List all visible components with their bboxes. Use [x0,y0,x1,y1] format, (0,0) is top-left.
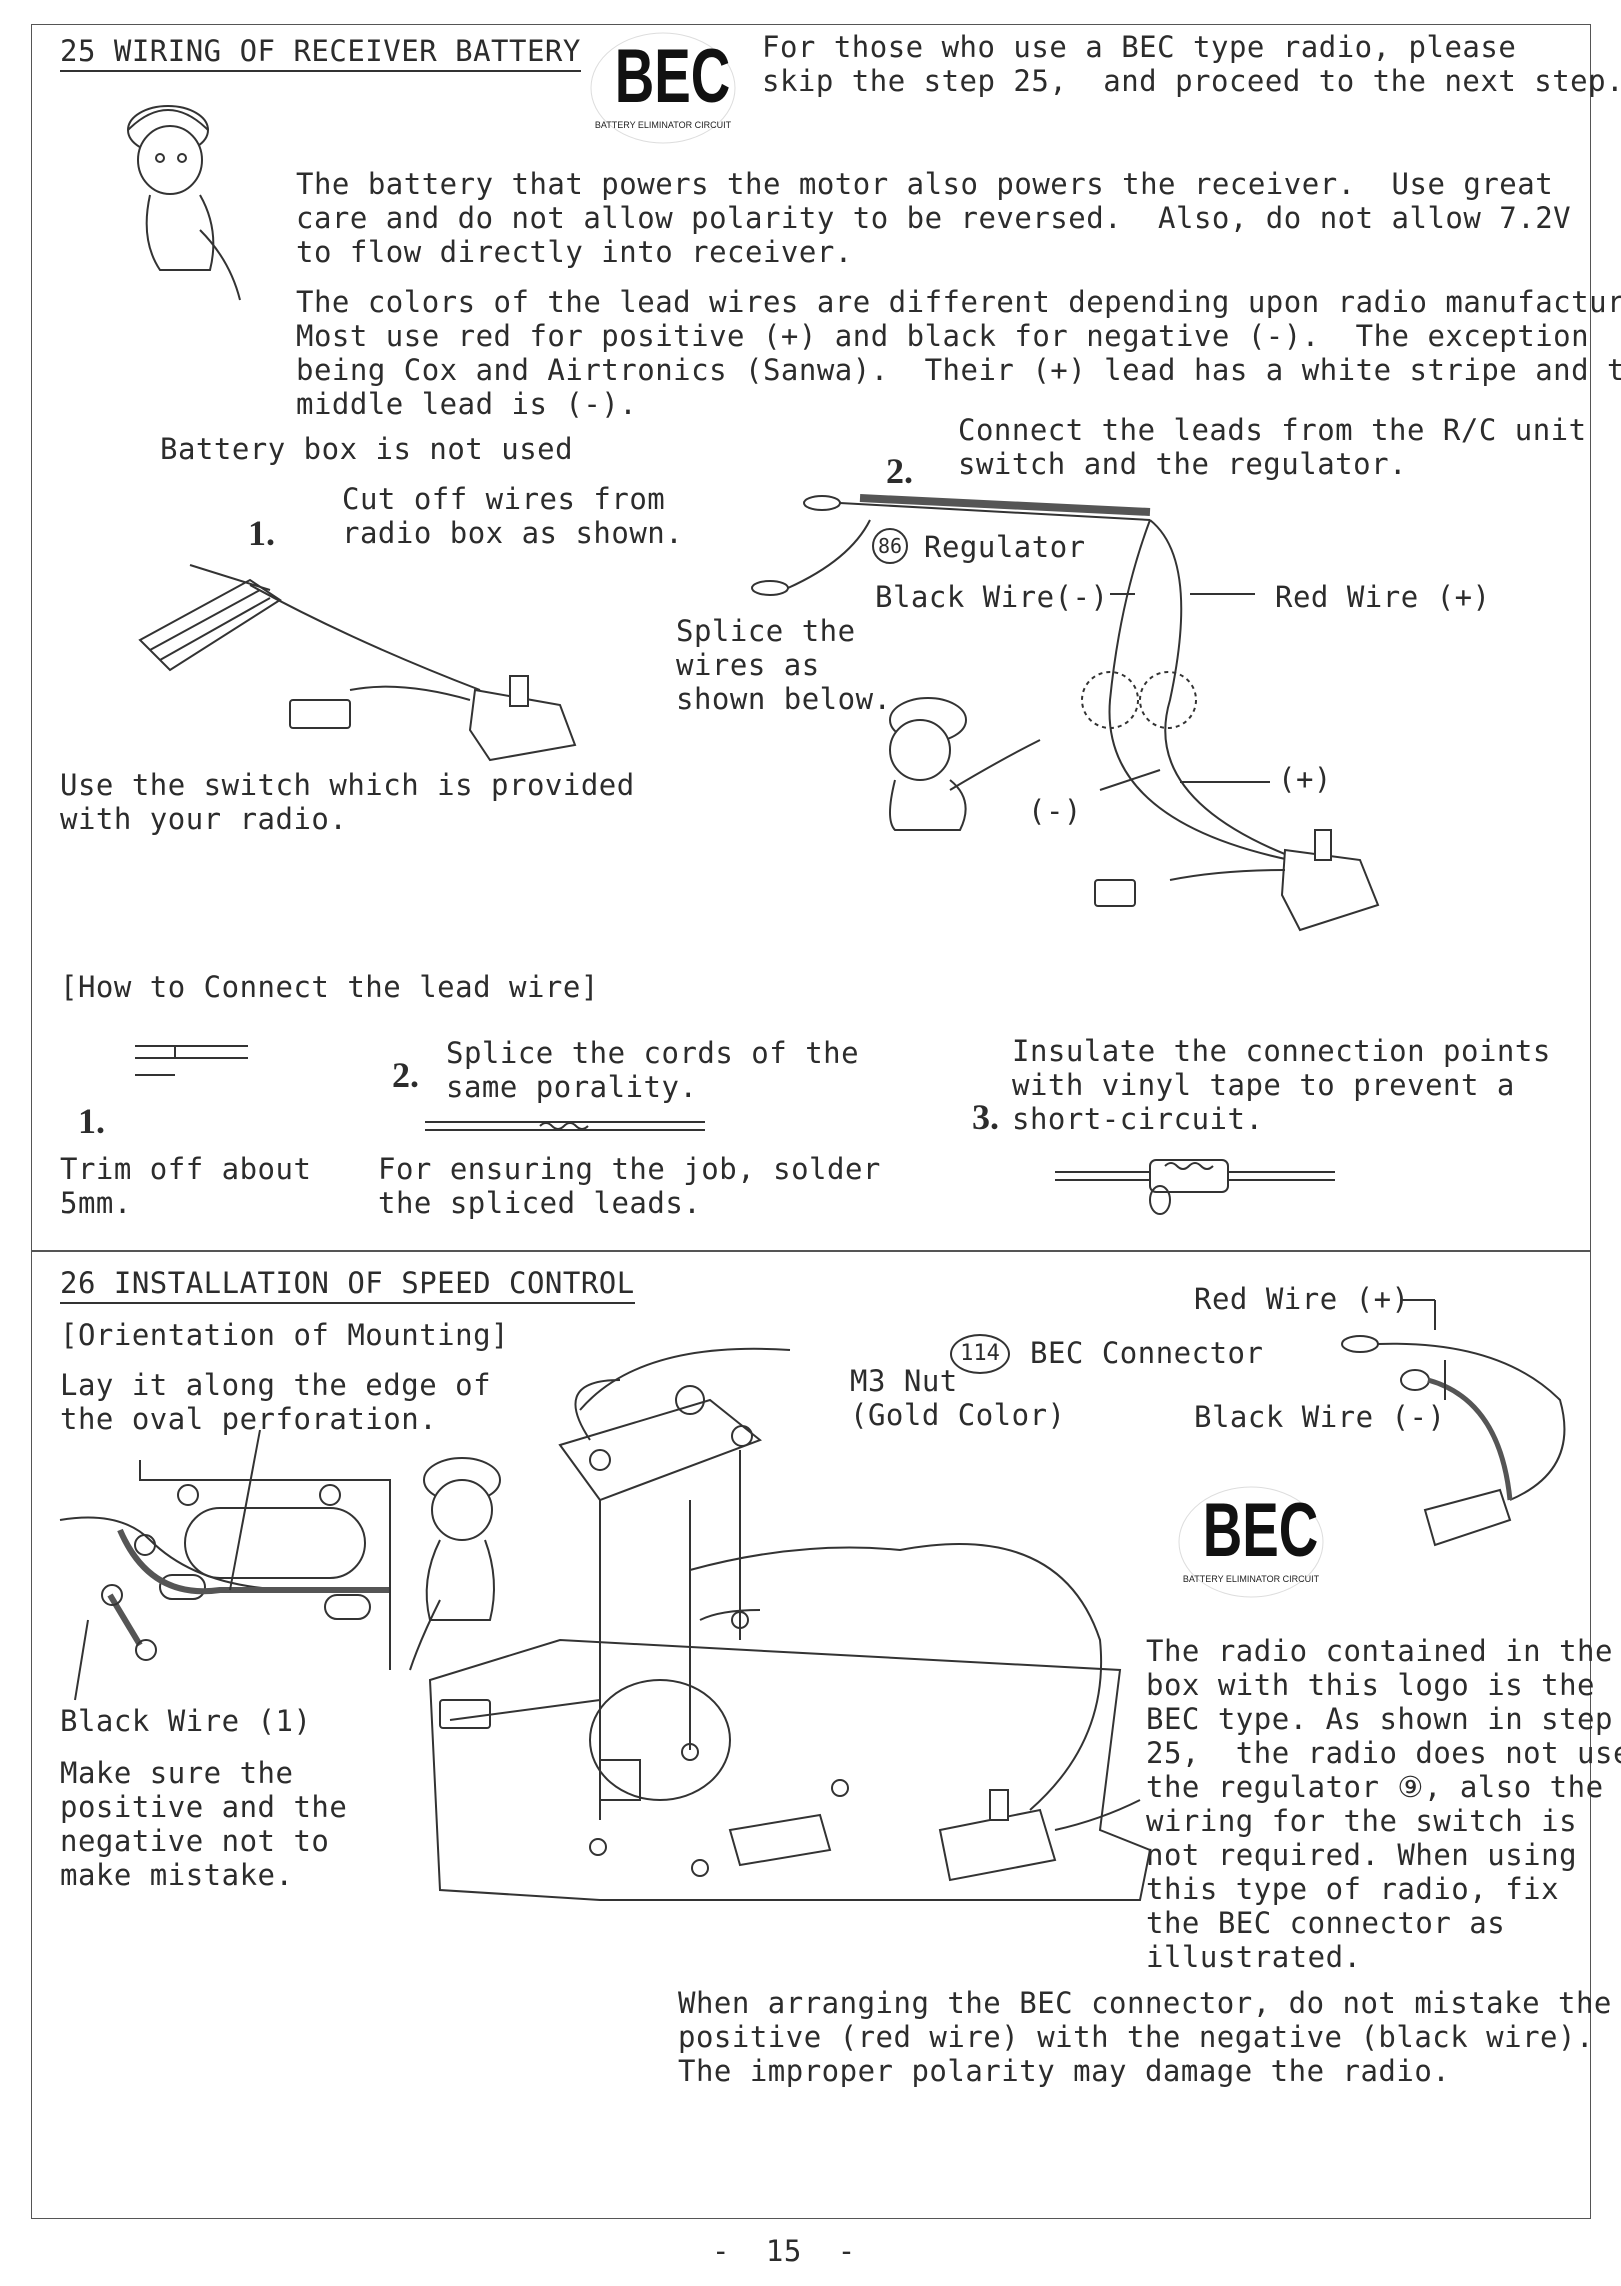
battery-paragraph: The battery that powers the motor also p… [296,167,1572,269]
section-25-title: 25 WIRING OF RECEIVER BATTERY [60,34,581,72]
plus-label: (+) [1278,762,1332,796]
lead-step2-number: 2. [392,1055,419,1095]
black-wire-minus-label: Black Wire (-) [1194,1400,1446,1434]
bec-logo-text: BEC [614,34,731,119]
orientation-heading: [Orientation of Mounting] [60,1318,509,1352]
bec-logo-ring-text: BATTERY ELIMINATOR CIRCUIT [594,120,732,130]
make-sure-text: Make sure the positive and the negative … [60,1756,348,1892]
bec-logo-graphic [590,32,736,144]
bec-arrange-text: When arranging the BEC connector, do not… [678,1986,1612,2088]
lay-along-text: Lay it along the edge of the oval perfor… [60,1368,492,1436]
lead-color-paragraph: The colors of the lead wires are differe… [296,285,1621,421]
step2-number: 2. [886,451,913,491]
red-wire-plus-label: Red Wire (+) [1194,1282,1410,1316]
section-25-frame [31,24,1591,1252]
lead-step2-note: For ensuring the job, solder the spliced… [378,1152,881,1220]
page-number: - 15 - [712,2234,856,2268]
bec-skip-note: For those who use a BEC type radio, plea… [762,30,1621,98]
step1-number: 1. [248,513,275,553]
switch-note: Use the switch which is provided with yo… [60,768,635,836]
lead-step1-number: 1. [78,1101,105,1141]
bec-radio-text: The radio contained in the box with this… [1146,1634,1621,1974]
section-26-title: 26 INSTALLATION OF SPEED CONTROL [60,1266,635,1304]
lead-step1-text: Trim off about 5mm. [60,1152,312,1220]
lead-step3-text: Insulate the connection points with viny… [1012,1034,1551,1136]
lead-step2-text: Splice the cords of the same porality. [446,1036,860,1104]
step1-text: Cut off wires from radio box as shown. [342,482,684,550]
bec-connector-label: BEC Connector [1030,1336,1264,1370]
red-wire-label: Red Wire (+) [1275,580,1491,614]
m3-nut-label: M3 Nut (Gold Color) [850,1364,1066,1432]
minus-label: (-) [1028,794,1082,828]
bec-logo-2-graphic [1178,1486,1324,1598]
section-26-frame [31,1250,1591,2219]
battery-box-note: Battery box is not used [160,432,574,466]
step2-text: Connect the leads from the R/C unit swit… [958,413,1587,481]
bec-logo-2: BEC BATTERY ELIMINATOR CIRCUIT [1176,1484,1326,1600]
black-wire-1-label: Black Wire (1) [60,1704,312,1738]
regulator-label: Regulator [924,530,1086,564]
bec-logo: BEC BATTERY ELIMINATOR CIRCUIT [588,30,738,146]
lead-wire-heading: [How to Connect the lead wire] [60,970,599,1004]
bec-logo-2-ring-text: BATTERY ELIMINATOR CIRCUIT [1182,1574,1320,1584]
bec-connector-part-number: 114 [950,1334,1010,1374]
lead-step3-number: 3. [972,1097,999,1137]
black-wire-label: Black Wire(-) [875,580,1109,614]
regulator-part-number: 86 [872,528,908,564]
bec-logo-2-text: BEC [1202,1488,1319,1573]
splice-note: Splice the wires as shown below. [676,614,892,716]
